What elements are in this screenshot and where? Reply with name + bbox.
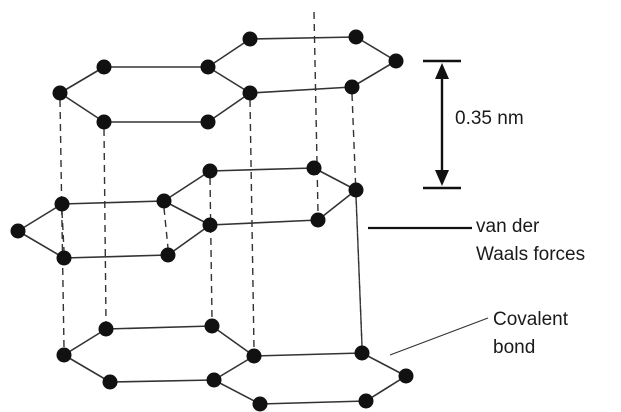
vdw-dashed-line bbox=[313, 11, 319, 214]
carbon-atom bbox=[56, 250, 72, 266]
carbon-atom bbox=[96, 59, 112, 75]
covalent-bond-line bbox=[249, 86, 353, 94]
carbon-atom bbox=[160, 247, 176, 263]
carbon-atom bbox=[202, 217, 218, 233]
carbon-atom bbox=[156, 193, 172, 209]
covalent-bond-line bbox=[167, 224, 211, 256]
covalent-bond-line bbox=[17, 230, 65, 259]
covalent-bond-line bbox=[317, 189, 357, 221]
covalent-bond-line bbox=[17, 203, 63, 232]
covalent-bond-line bbox=[209, 219, 319, 226]
covalent-bond-line bbox=[209, 167, 315, 172]
spacing-arrowhead-up bbox=[435, 63, 449, 79]
spacing-label: 0.35 nm bbox=[455, 108, 524, 129]
covalent-bond-line bbox=[59, 92, 105, 123]
covalent-bond-line bbox=[105, 325, 213, 330]
carbon-atom bbox=[242, 31, 258, 47]
carbon-atom bbox=[202, 163, 218, 179]
covalent-label-line1: Covalent bbox=[493, 309, 569, 330]
carbon-atom bbox=[56, 347, 72, 363]
vdw-dashed-line bbox=[209, 177, 213, 320]
carbon-atom bbox=[242, 85, 258, 101]
van-der-waals-dashed-lines bbox=[59, 11, 363, 350]
covalent-bond-line bbox=[253, 352, 363, 357]
covalent-bond-line bbox=[63, 254, 169, 259]
carbon-atom bbox=[398, 368, 414, 384]
carbon-atoms bbox=[10, 29, 414, 412]
carbon-atom bbox=[306, 160, 322, 176]
carbon-atom bbox=[206, 372, 222, 388]
covalent-bond-line bbox=[249, 36, 357, 40]
covalent-bond-line bbox=[361, 352, 407, 377]
vdw-label-line1: van der bbox=[476, 216, 540, 237]
carbon-atom bbox=[98, 321, 114, 337]
covalent-bond-line bbox=[313, 167, 357, 191]
covalent-bond-line bbox=[213, 379, 261, 405]
carbon-atom bbox=[204, 318, 220, 334]
carbon-atom bbox=[52, 85, 68, 101]
covalent-bond-lines bbox=[17, 36, 407, 405]
covalent-bond-line bbox=[365, 375, 407, 402]
carbon-atom bbox=[54, 196, 70, 212]
vdw-dashed-line bbox=[103, 128, 107, 323]
carbon-atom bbox=[344, 79, 360, 95]
carbon-atom bbox=[252, 396, 268, 412]
vdw-dashed-line bbox=[249, 99, 255, 350]
vdw-dashed-line bbox=[355, 196, 363, 347]
covalent-bond-line bbox=[63, 354, 111, 383]
carbon-atom bbox=[200, 59, 216, 75]
vdw-dashed-line bbox=[351, 93, 363, 347]
covalent-bond-line bbox=[207, 38, 251, 68]
spacing-arrowhead-down bbox=[435, 170, 449, 186]
carbon-atom bbox=[102, 374, 118, 390]
covalent-bond-line bbox=[351, 60, 397, 88]
covalent-bond-line bbox=[59, 66, 105, 94]
covalent-bond-line bbox=[211, 325, 255, 357]
covalent-bond-line bbox=[61, 200, 165, 205]
carbon-atom bbox=[310, 212, 326, 228]
covalent-label-line2: bond bbox=[493, 337, 535, 358]
carbon-atom bbox=[10, 223, 26, 239]
covalent-bond-line bbox=[207, 66, 251, 94]
carbon-atom bbox=[96, 114, 112, 130]
interlayer-spacing-arrow bbox=[423, 59, 461, 190]
vdw-label-line2: Waals forces bbox=[476, 244, 585, 265]
covalent-bond-line bbox=[163, 200, 211, 226]
covalent-bond-line bbox=[163, 170, 211, 202]
carbon-atom bbox=[358, 393, 374, 409]
covalent-bond-line bbox=[355, 36, 397, 62]
covalent-pointer-line bbox=[389, 317, 489, 356]
covalent-bond-line bbox=[63, 328, 107, 356]
carbon-atom bbox=[200, 114, 216, 130]
covalent-bond-line bbox=[207, 92, 251, 123]
carbon-atom bbox=[348, 182, 364, 198]
vdw-dashed-line bbox=[61, 210, 65, 252]
covalent-bond-line bbox=[213, 355, 255, 381]
carbon-atom bbox=[348, 29, 364, 45]
covalent-bond-line bbox=[109, 379, 215, 383]
covalent-bond-line bbox=[259, 400, 367, 405]
carbon-atom bbox=[354, 345, 370, 361]
carbon-atom bbox=[246, 348, 262, 364]
carbon-atom bbox=[388, 53, 404, 69]
vdw-dashed-line bbox=[163, 207, 169, 249]
